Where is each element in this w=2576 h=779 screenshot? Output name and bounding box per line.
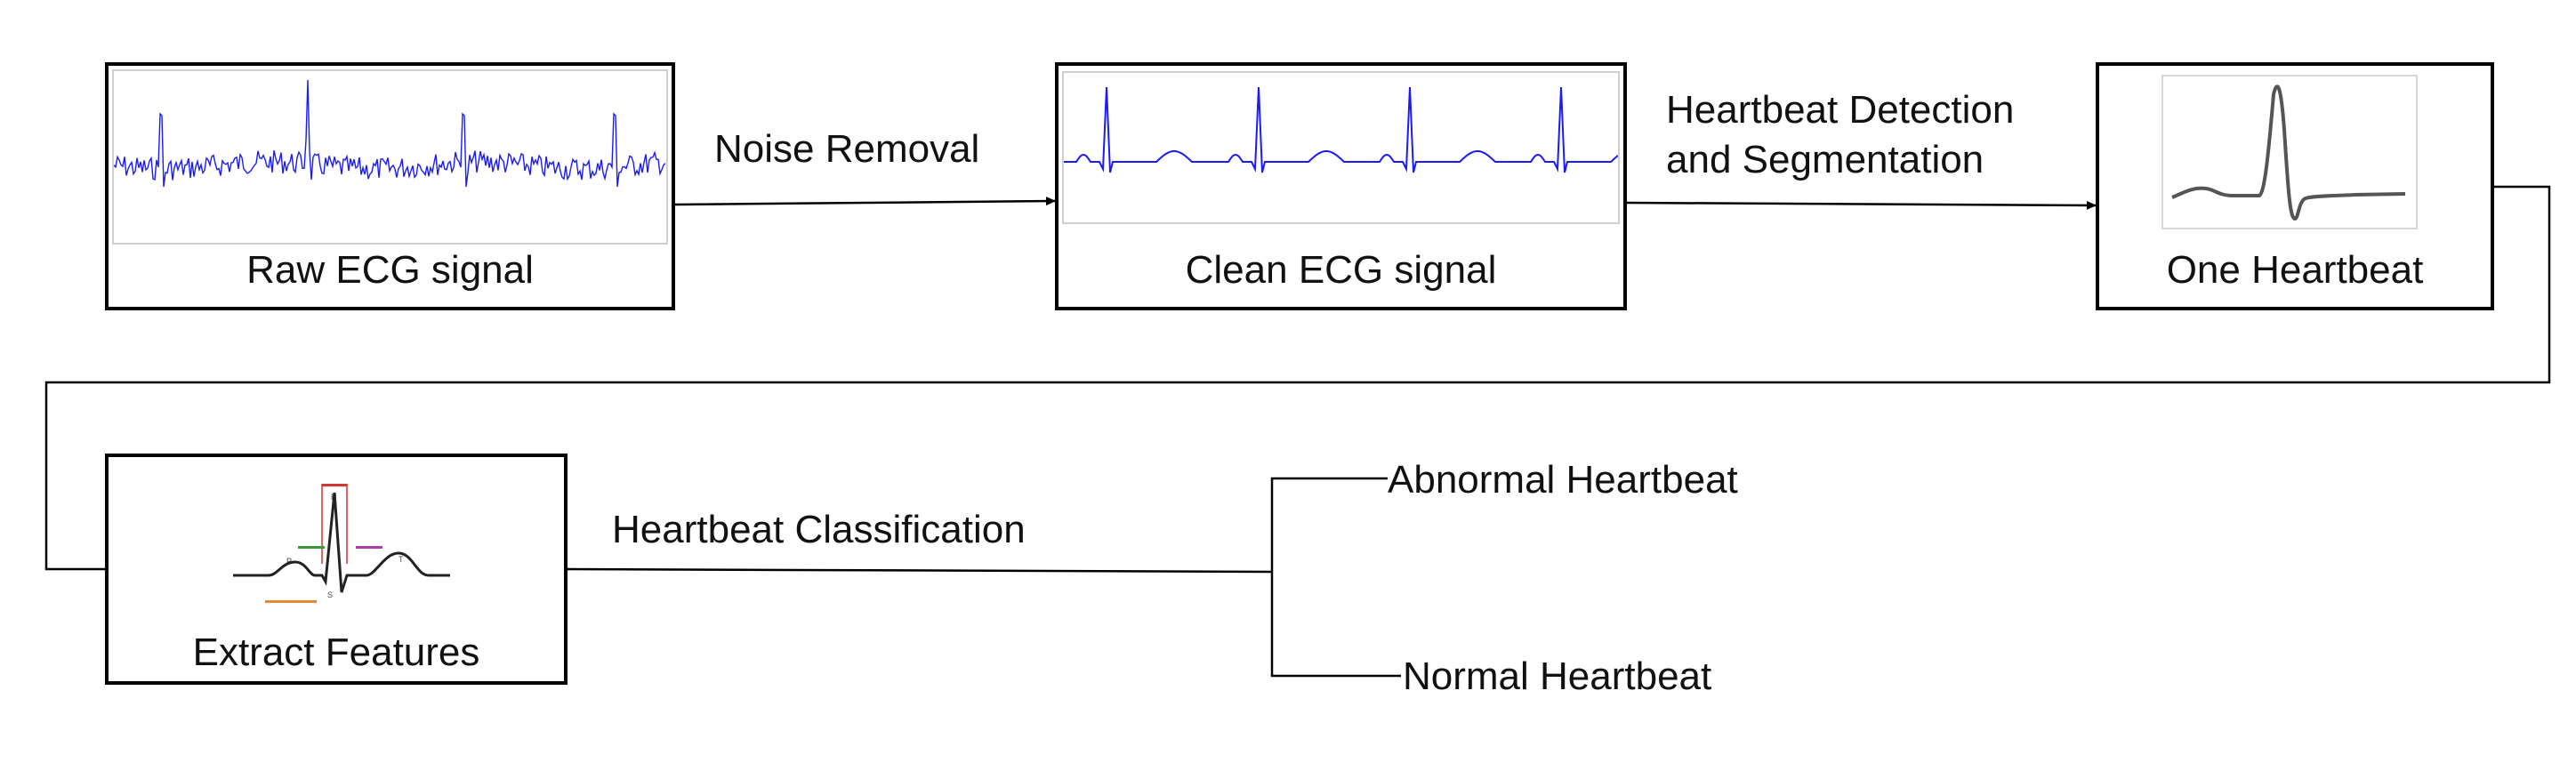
line-to-extract-features xyxy=(44,185,2551,571)
raw-ecg-caption: Raw ECG signal xyxy=(246,248,534,292)
clean-ecg-plot xyxy=(1062,71,1620,224)
label-heartbeat-detection-line1: Heartbeat Detection xyxy=(1666,88,2015,132)
line-heartbeat-classification xyxy=(567,567,1273,574)
svg-text:P: P xyxy=(286,557,292,566)
arrow-heartbeat-detection xyxy=(1626,200,2097,210)
node-clean-ecg: Clean ECG signal xyxy=(1055,62,1627,310)
raw-ecg-plot xyxy=(112,69,668,245)
raw-ecg-trace xyxy=(113,79,666,188)
heartbeat-plot xyxy=(2161,75,2418,229)
ecg-features-diagram: R P T S xyxy=(233,484,450,603)
heartbeat-caption: One Heartbeat xyxy=(2166,248,2424,292)
node-extract-features: R P T S Extract Features xyxy=(105,454,568,685)
clean-ecg-trace xyxy=(1064,86,1619,173)
label-noise-removal: Noise Removal xyxy=(714,127,980,171)
outcome-abnormal-heartbeat: Abnormal Heartbeat xyxy=(1388,458,1738,502)
node-raw-ecg: Raw ECG signal xyxy=(105,62,675,310)
heartbeat-trace xyxy=(2171,84,2406,221)
branch-fork xyxy=(1270,477,1401,678)
extract-features-caption: Extract Features xyxy=(192,630,480,674)
label-heartbeat-detection-line2: and Segmentation xyxy=(1666,138,1984,182)
label-heartbeat-detection: Heartbeat Detection and Segmentation xyxy=(1666,85,2014,186)
svg-text:T: T xyxy=(398,555,404,564)
clean-ecg-caption: Clean ECG signal xyxy=(1185,248,1497,292)
label-heartbeat-classification: Heartbeat Classification xyxy=(612,508,1026,551)
arrow-noise-removal xyxy=(674,197,1056,206)
node-one-heartbeat: One Heartbeat xyxy=(2096,62,2494,310)
svg-text:S: S xyxy=(327,590,333,599)
outcome-normal-heartbeat: Normal Heartbeat xyxy=(1403,655,1712,698)
